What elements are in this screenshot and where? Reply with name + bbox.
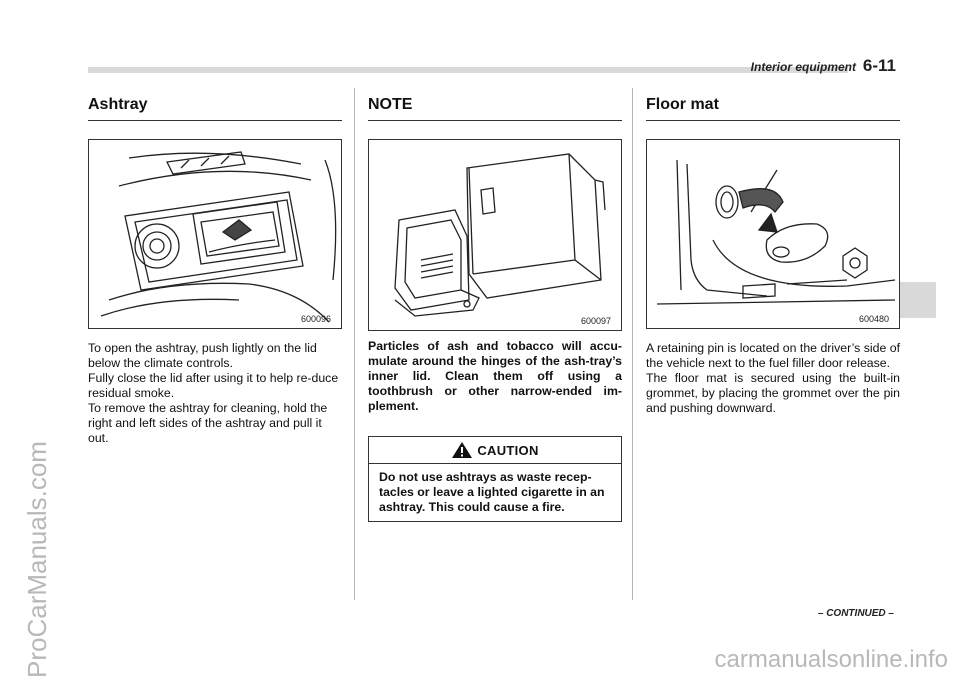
floor-mat-figure: 600480 [646, 139, 900, 329]
paragraph: To open the ashtray, push lightly on the… [88, 341, 317, 370]
floor-mat-illustration [656, 159, 896, 305]
floor-mat-text: A retaining pin is located on the driver… [646, 341, 900, 416]
paragraph: A retaining pin is located on the driver… [646, 341, 900, 370]
watermark-side: ProCarManuals.com [22, 441, 52, 678]
column-divider [632, 88, 633, 600]
ashtray-text: To open the ashtray, push lightly on the… [88, 341, 342, 446]
watermark-bottom: carmanualsonline.info [714, 646, 948, 673]
ashtray-heading: Ashtray [88, 96, 342, 121]
warning-triangle-icon [452, 442, 473, 458]
ashtray-lid-figure: 600097 [368, 139, 622, 331]
note-text: Particles of ash and tobacco will accu-m… [368, 339, 622, 413]
note-section: NOTE 600097 Particles of ash and tobacco… [368, 96, 622, 522]
section-tab [896, 282, 936, 318]
caution-title: CAUTION [477, 442, 539, 458]
floor-mat-section: Floor mat 600480 A retai [646, 96, 900, 416]
caution-header: CAUTION [369, 437, 621, 464]
caution-box: CAUTION Do not use ashtrays as waste rec… [368, 436, 622, 522]
figure-id: 600480 [858, 314, 889, 324]
ashtray-section: Ashtray 600096 [88, 96, 342, 446]
note-heading: NOTE [368, 96, 622, 121]
paragraph: To remove the ashtray for cleaning, hold… [88, 401, 328, 445]
page-number: 6-11 [862, 56, 896, 75]
paragraph: The floor mat is secured using the built… [646, 371, 900, 415]
figure-id: 600096 [300, 314, 331, 324]
paragraph: Fully close the lid after using it to he… [88, 371, 339, 400]
ashtray-illustration [100, 151, 337, 323]
ashtray-figure: 600096 [88, 139, 342, 329]
ashtray-lid-illustration [394, 153, 606, 317]
caution-text: Do not use ashtrays as waste recep-tacle… [379, 470, 605, 514]
figure-id: 600097 [580, 316, 611, 326]
column-divider [354, 88, 355, 600]
continued-label: – CONTINUED – [817, 608, 894, 619]
header-bar [88, 67, 848, 73]
section-title: Interior equipment [750, 60, 856, 74]
floor-mat-heading: Floor mat [646, 96, 900, 121]
